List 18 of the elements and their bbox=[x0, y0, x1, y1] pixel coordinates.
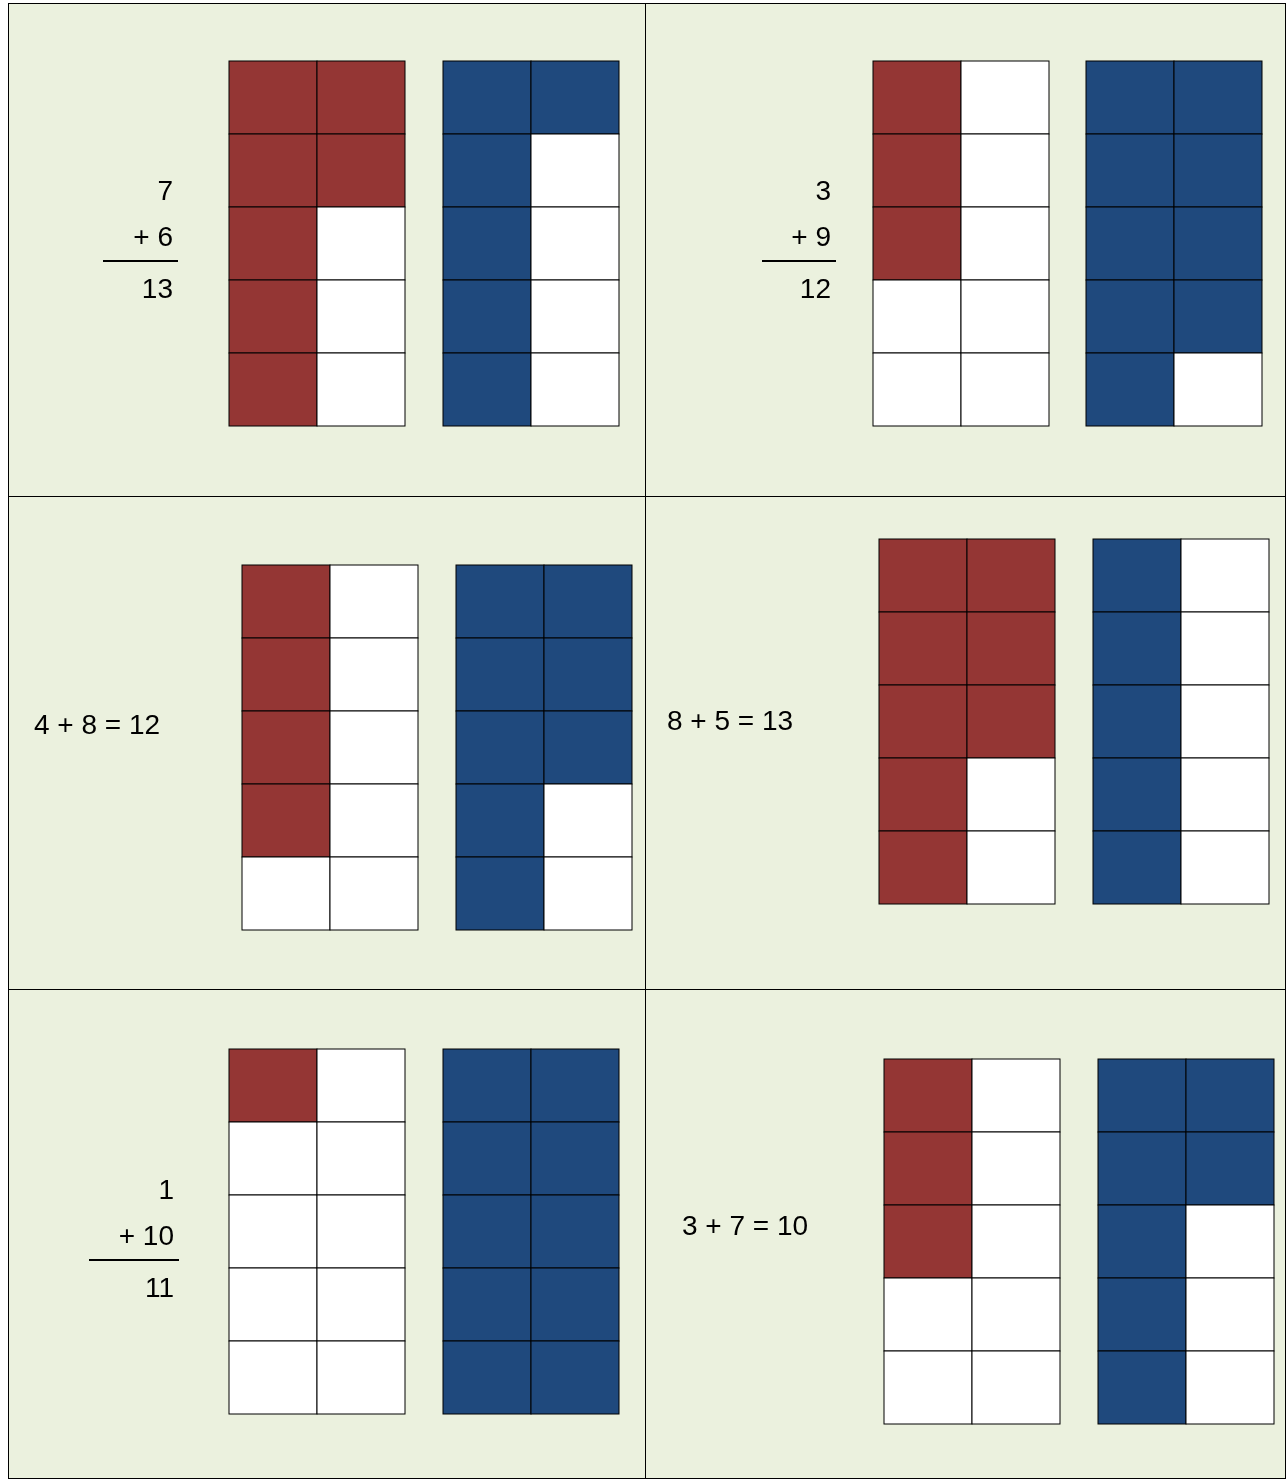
addend-number: + 10 bbox=[89, 1213, 179, 1261]
table-cell bbox=[645, 989, 1286, 1479]
sum-number: 12 bbox=[798, 272, 832, 306]
addition-equation: 8 + 5 = 13 bbox=[667, 705, 794, 737]
addend-number: 7 bbox=[156, 174, 174, 208]
addend-number: 3 bbox=[814, 174, 832, 208]
table-cell bbox=[645, 3, 1286, 498]
sum-number: 11 bbox=[143, 1271, 175, 1305]
addition-equation: 3 + 7 = 10 bbox=[682, 1210, 809, 1242]
addend-number: + 9 bbox=[762, 214, 836, 262]
table-cell bbox=[645, 496, 1286, 991]
addend-number: + 6 bbox=[103, 214, 178, 262]
table-cell bbox=[8, 989, 647, 1479]
table-cell bbox=[8, 3, 647, 498]
addition-equation: 4 + 8 = 12 bbox=[34, 709, 161, 741]
addend-number: 1 bbox=[157, 1173, 175, 1207]
table-cell bbox=[8, 496, 647, 991]
sum-number: 13 bbox=[140, 272, 174, 306]
